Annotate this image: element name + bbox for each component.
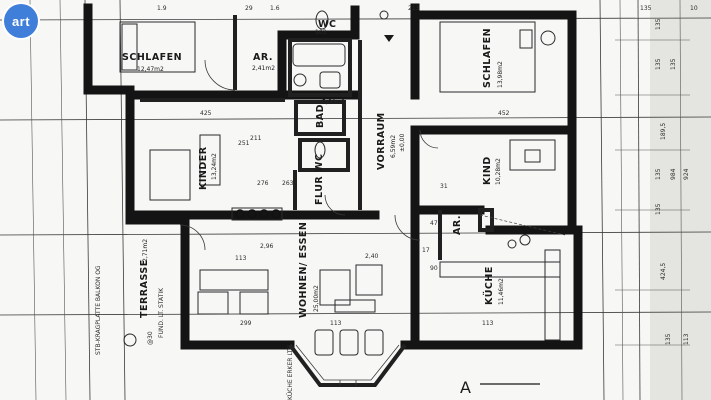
dim-right-7: 924: [683, 168, 690, 180]
room-name-vorraum: VORRAUM: [376, 112, 387, 170]
dim-inner-14: 47: [430, 220, 438, 227]
room-name-ar-2: AR.: [452, 215, 463, 235]
dim-top-0: 1.9: [157, 5, 167, 12]
dim-top-3: 103: [315, 29, 327, 36]
dim-inner-2: 251: [238, 140, 250, 147]
room-area-ar-1: 2,41m2: [252, 65, 275, 72]
room-name-schlafen-2: SCHLAFEN: [482, 28, 493, 88]
dim-top-6: 10: [690, 5, 698, 12]
dim-top-1: 29: [245, 5, 253, 12]
dim-right-9: 113: [683, 333, 690, 345]
room-name-bad: BAD: [315, 104, 326, 128]
room-name-ar-1: AR.: [253, 52, 273, 63]
dim-inner-0: 425: [200, 110, 212, 117]
room-name-wohnen-essen: WOHNEN/ ESSEN: [298, 222, 309, 318]
room-name-flur-wc: FLUR WC: [314, 154, 325, 206]
dim-inner-3: 211: [250, 135, 262, 142]
dim-top-2: 1.6: [270, 5, 280, 12]
room-name-wc: WC: [318, 19, 336, 30]
bay-window: [288, 343, 407, 387]
room-area-bad: 5,64m2: [322, 99, 345, 106]
entry-arrow: [379, 10, 394, 42]
notes: FUND. LT. STATIK STB-KRAGPLATTE BALKON O…: [95, 265, 294, 400]
dim-right-2: 135: [670, 58, 677, 70]
terrasse-note-2: STB-KRAGPLATTE BALKON OG: [95, 265, 102, 355]
room-name-schlafen-1: SCHLAFEN: [122, 52, 182, 63]
room-area-kinder: 13,24m2: [211, 153, 218, 180]
dim-inner-8: 113: [482, 320, 494, 327]
terrasse-note: FUND. LT. STATIK: [158, 287, 165, 338]
top-dimension-labels: 1.9 29 1.6 103 213 135 10: [157, 5, 698, 36]
right-dimension-labels: 135 135 135 189,5 135 984 135 924 424,5 …: [655, 18, 690, 345]
stove-burners: [231, 207, 283, 221]
dim-inner-5: 299: [240, 320, 252, 327]
room-area-vorraum: 6,59m2: [390, 135, 397, 158]
dim-inner-4: 113: [330, 320, 342, 327]
art-logo[interactable]: art: [4, 4, 38, 38]
dim-right-10: 135: [665, 333, 672, 345]
dim-right-8: 424,5: [660, 263, 667, 280]
room-area-kind: 10,28m2: [495, 158, 502, 185]
room-name-kind: KIND: [482, 156, 493, 185]
door-number: @30: [147, 331, 154, 345]
room-labels: SCHLAFEN 12,47m2 AR. 2,41m2 WC BAD 5,64m…: [122, 19, 505, 318]
partitions: [140, 15, 494, 260]
dim-inner-7: 276: [257, 180, 269, 187]
dim-inner-6: 263: [282, 180, 294, 187]
room-area-kueche: 11,46m2: [498, 278, 505, 305]
dim-inner-9: 113: [235, 255, 247, 262]
dim-inner-11: 2,96: [260, 243, 274, 250]
dim-top-5: 135: [640, 5, 652, 12]
dim-inner-13: 90: [430, 265, 438, 272]
furniture: [119, 10, 561, 356]
dim-right-6: 135: [655, 203, 662, 215]
dim-inner-1: 452: [498, 110, 510, 117]
room-area-schlafen-1: 12,47m2: [137, 66, 164, 73]
dim-right-5: 984: [670, 168, 677, 180]
dim-right-4: 135: [655, 168, 662, 180]
room-area-terrasse: 2,71m2: [142, 239, 149, 262]
dim-inner-10: 2,40: [365, 253, 379, 260]
inner-dimension-labels: 425 452 251 211 113 299 263 276 113 113 …: [200, 110, 510, 327]
dim-right-0: 135: [655, 18, 662, 30]
dim-inner-12: 17: [422, 247, 430, 254]
logo-text: art: [11, 13, 31, 29]
dim-right-3: 189,5: [660, 123, 667, 140]
room-area-wohnen-essen: 25,00m2: [313, 285, 320, 312]
right-dimension-ticks: [615, 39, 690, 346]
vorraum-level: ±0,00: [399, 133, 406, 152]
room-name-terrasse: TERRASSE: [139, 259, 150, 318]
door-swings: [179, 59, 566, 251]
dim-top-4: 213: [408, 5, 420, 12]
dim-right-1: 135: [655, 58, 662, 70]
section-marker: A: [460, 378, 471, 397]
room-area-schlafen-2: 13,98m2: [497, 61, 504, 88]
dim-inner-15: 31: [440, 183, 448, 190]
room-name-kueche: KÜCHE: [484, 266, 495, 305]
room-name-kinder: KINDER: [198, 146, 209, 190]
erker-note: KÜCHE ERKER LTG.: [287, 343, 294, 400]
